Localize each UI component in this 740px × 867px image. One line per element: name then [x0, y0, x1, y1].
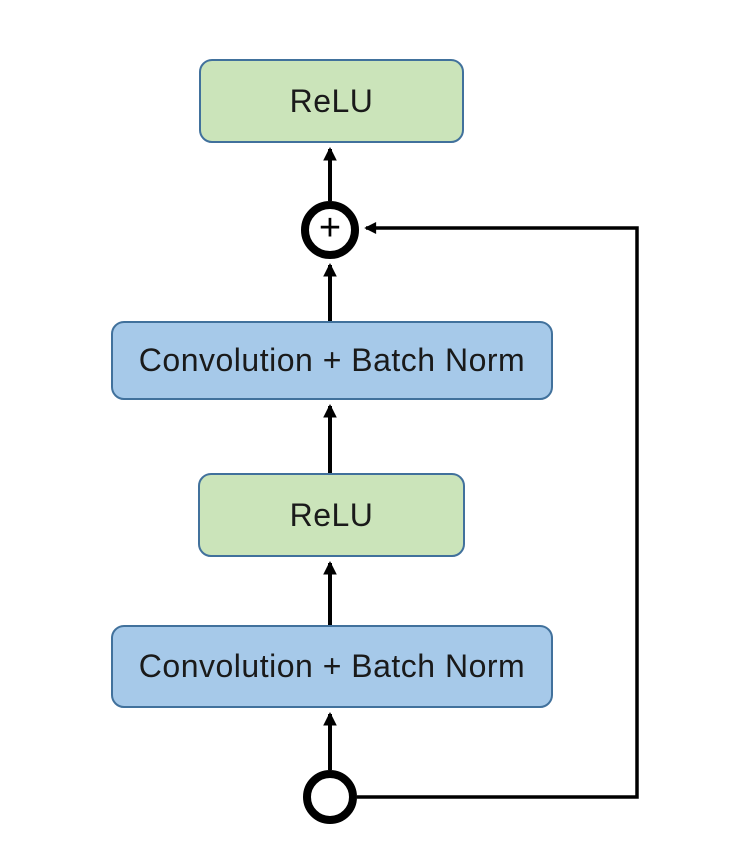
- node-relu-top-label: ReLU: [289, 82, 374, 119]
- add-symbol: +: [318, 207, 342, 249]
- skip-connection-line: [357, 222, 639, 799]
- input-circle: [303, 770, 357, 824]
- node-relu-top: ReLU: [199, 59, 464, 143]
- node-conv-batchnorm-bottom-label: Convolution + Batch Norm: [138, 648, 526, 684]
- add-circle: [301, 201, 359, 259]
- node-relu-middle: ReLU: [198, 473, 465, 557]
- node-conv-batchnorm-bottom: Convolution + Batch Norm: [111, 625, 553, 708]
- node-conv-batchnorm-top: Convolution + Batch Norm: [111, 321, 553, 400]
- node-conv-batchnorm-top-label: Convolution + Batch Norm: [138, 342, 526, 378]
- node-relu-middle-label: ReLU: [289, 496, 374, 533]
